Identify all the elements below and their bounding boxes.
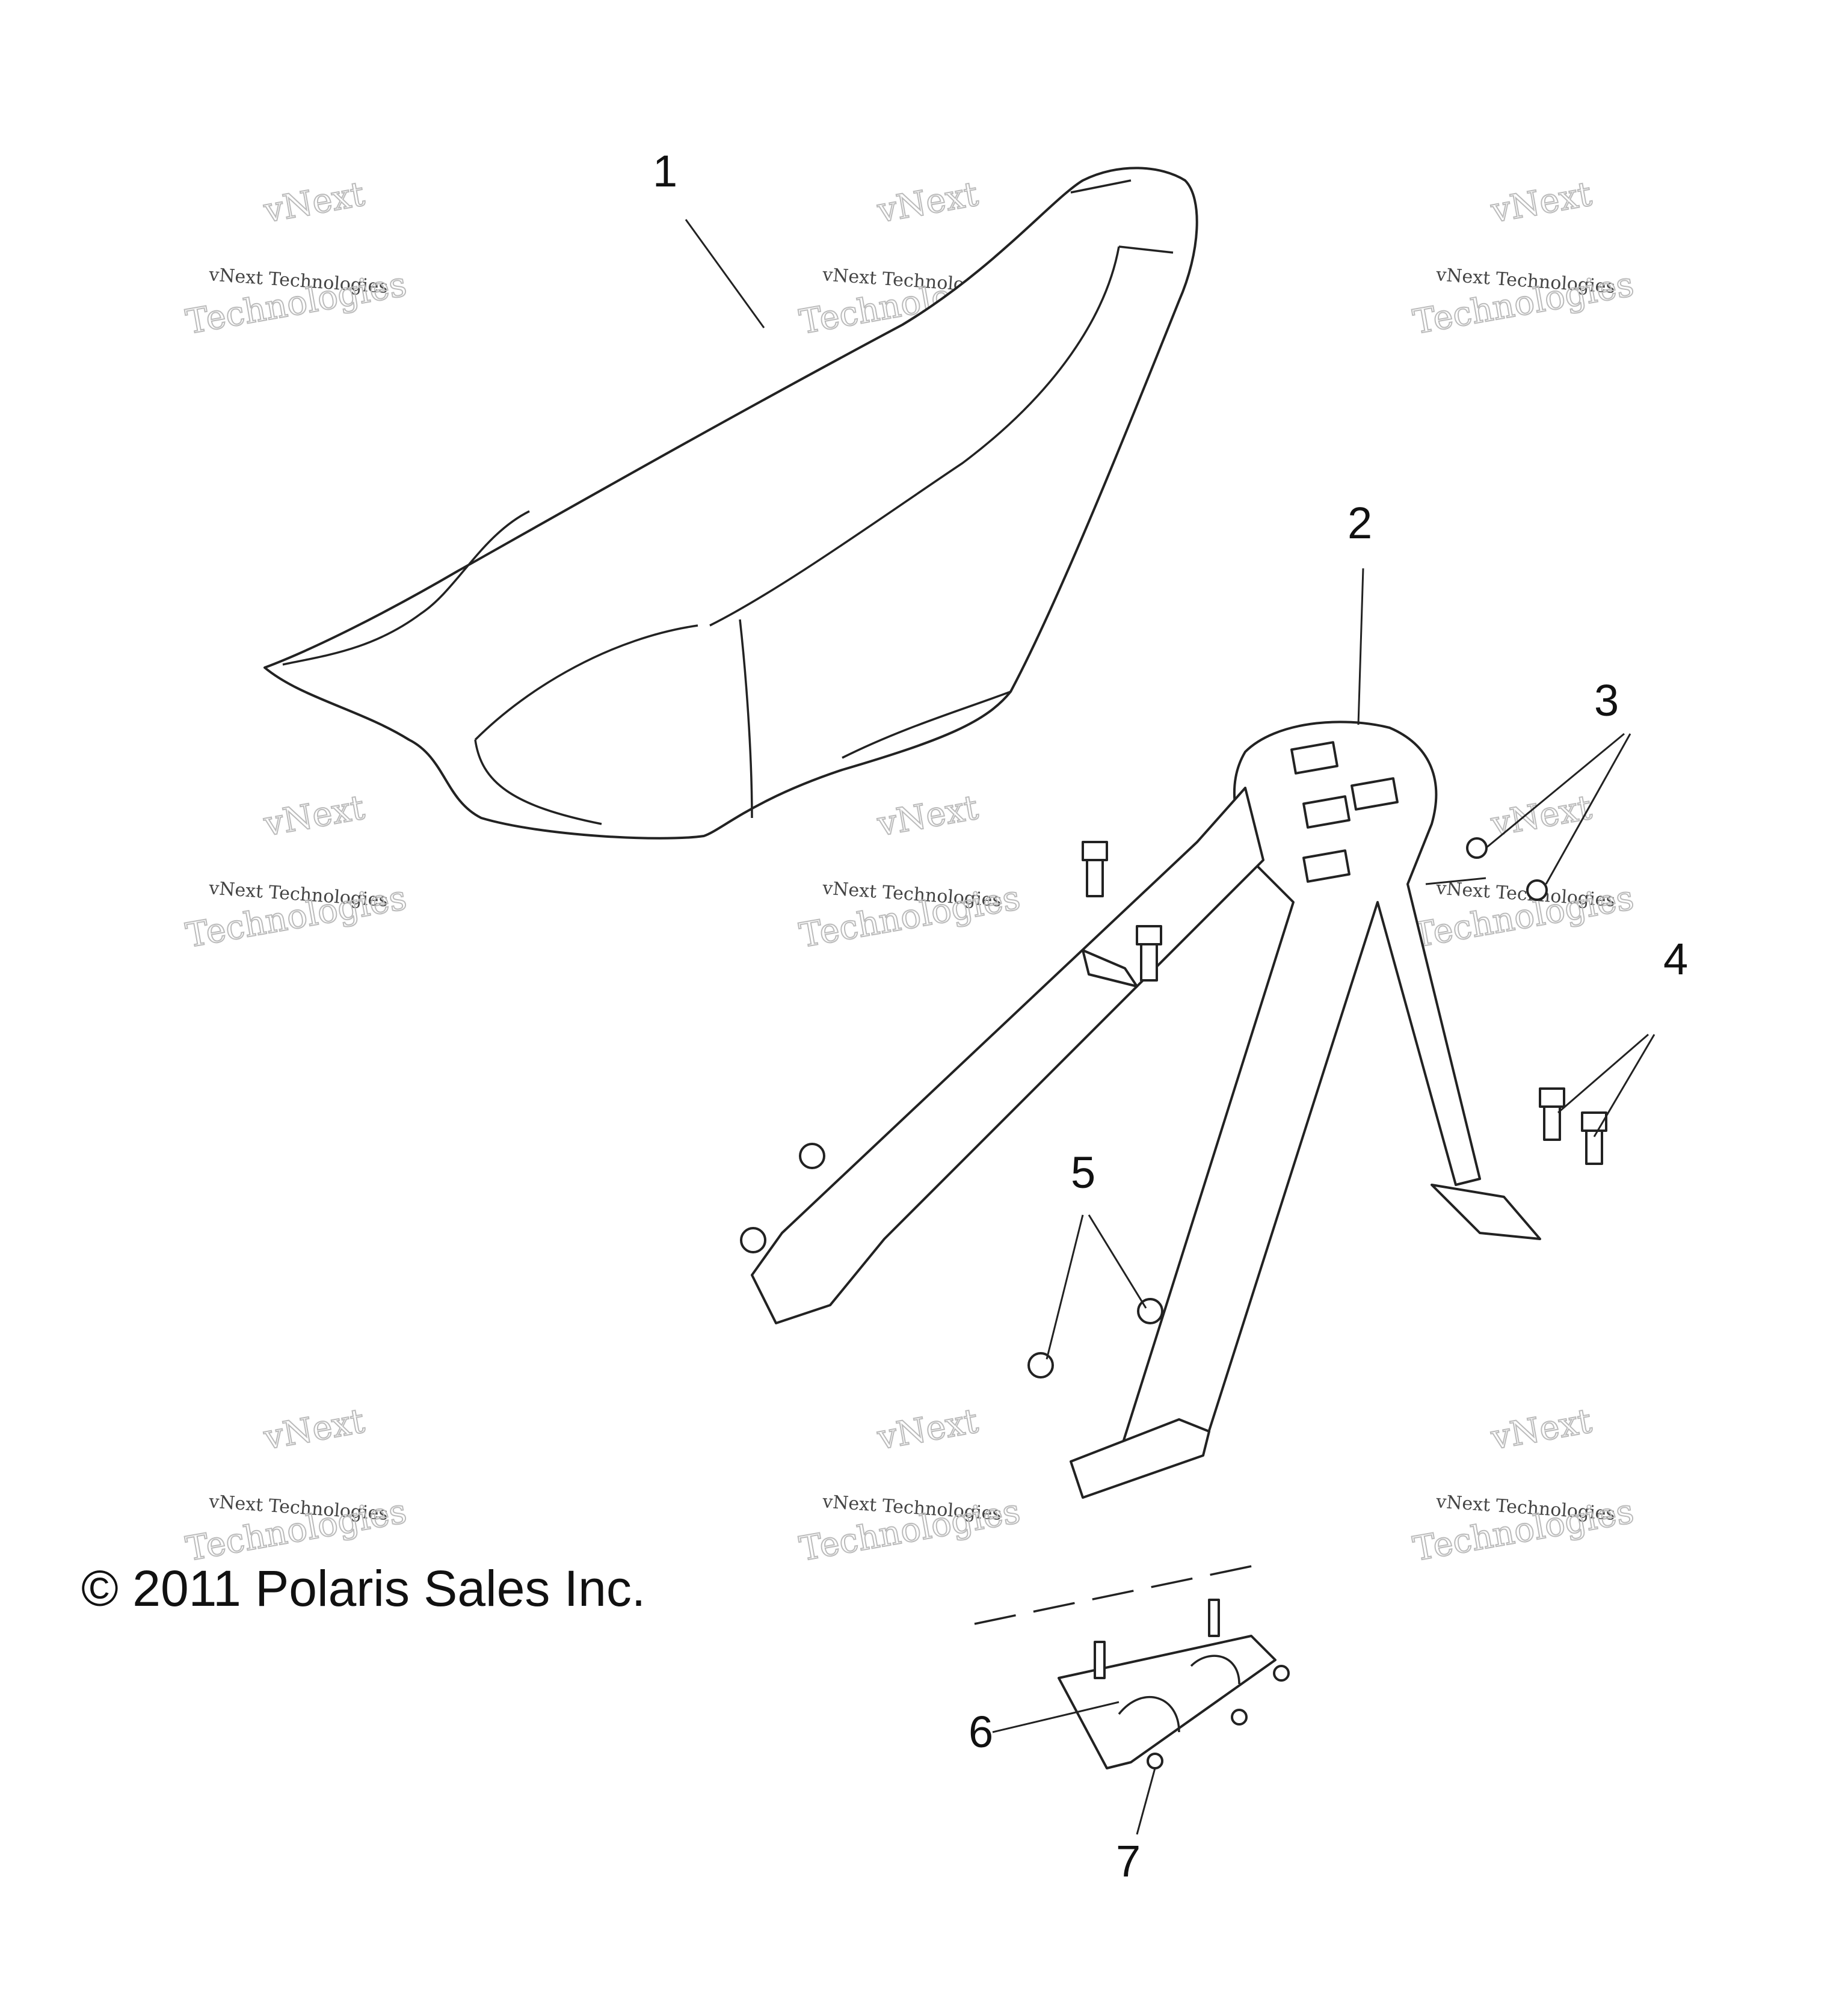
watermark: vNext vNext Technologies Technologies bbox=[182, 787, 410, 956]
watermark: vNext vNext Technologies Technologies bbox=[182, 174, 410, 343]
callout-5: 5 bbox=[1071, 1148, 1095, 1197]
seat-part bbox=[263, 167, 1198, 840]
watermark: vNext vNext Technologies Technologies bbox=[1409, 1401, 1637, 1570]
bolt-icon bbox=[1136, 925, 1162, 982]
callout-7: 7 bbox=[1116, 1836, 1141, 1886]
nut-icon bbox=[1466, 837, 1488, 859]
bracket-part bbox=[974, 1563, 1290, 1769]
rack-frame-part bbox=[751, 721, 1541, 1499]
watermark: vNext vNext Technologies Technologies bbox=[182, 1401, 410, 1570]
svg-text:vNext: vNext bbox=[874, 788, 981, 844]
callout-1: 1 bbox=[653, 146, 677, 196]
watermark: vNext vNext Technologies Technologies bbox=[796, 787, 1023, 956]
watermark: vNext vNext Technologies Technologies bbox=[1409, 787, 1637, 956]
svg-text:vNext: vNext bbox=[260, 174, 368, 230]
svg-text:vNext: vNext bbox=[1488, 788, 1595, 844]
watermark: vNext vNext Technologies Technologies bbox=[1409, 174, 1637, 343]
svg-text:vNext: vNext bbox=[874, 1401, 981, 1457]
callout-3: 3 bbox=[1594, 675, 1619, 725]
svg-text:vNext: vNext bbox=[1488, 1401, 1595, 1457]
leader-lines bbox=[685, 219, 1656, 1835]
callouts: 1 2 3 4 5 6 7 bbox=[653, 146, 1688, 1886]
nut-icon bbox=[740, 1227, 766, 1253]
callout-2: 2 bbox=[1348, 498, 1372, 548]
svg-text:vNext: vNext bbox=[260, 788, 368, 844]
svg-text:vNext: vNext bbox=[874, 174, 981, 230]
nut-icon bbox=[1027, 1352, 1054, 1378]
bolt-icon bbox=[1082, 841, 1108, 897]
nut-icon bbox=[1526, 879, 1548, 901]
bolt-icon bbox=[1539, 1087, 1565, 1141]
watermark: vNext vNext Technologies Technologies bbox=[796, 1401, 1023, 1570]
fasteners bbox=[740, 837, 1607, 1378]
svg-text:vNext: vNext bbox=[260, 1401, 368, 1457]
copyright-notice: © 2011 Polaris Sales Inc. bbox=[81, 1560, 645, 1617]
bolt-icon bbox=[1581, 1111, 1607, 1165]
nut-icon bbox=[799, 1143, 825, 1169]
callout-4: 4 bbox=[1663, 934, 1688, 984]
svg-text:vNext: vNext bbox=[1488, 174, 1595, 230]
callout-6: 6 bbox=[969, 1707, 993, 1757]
